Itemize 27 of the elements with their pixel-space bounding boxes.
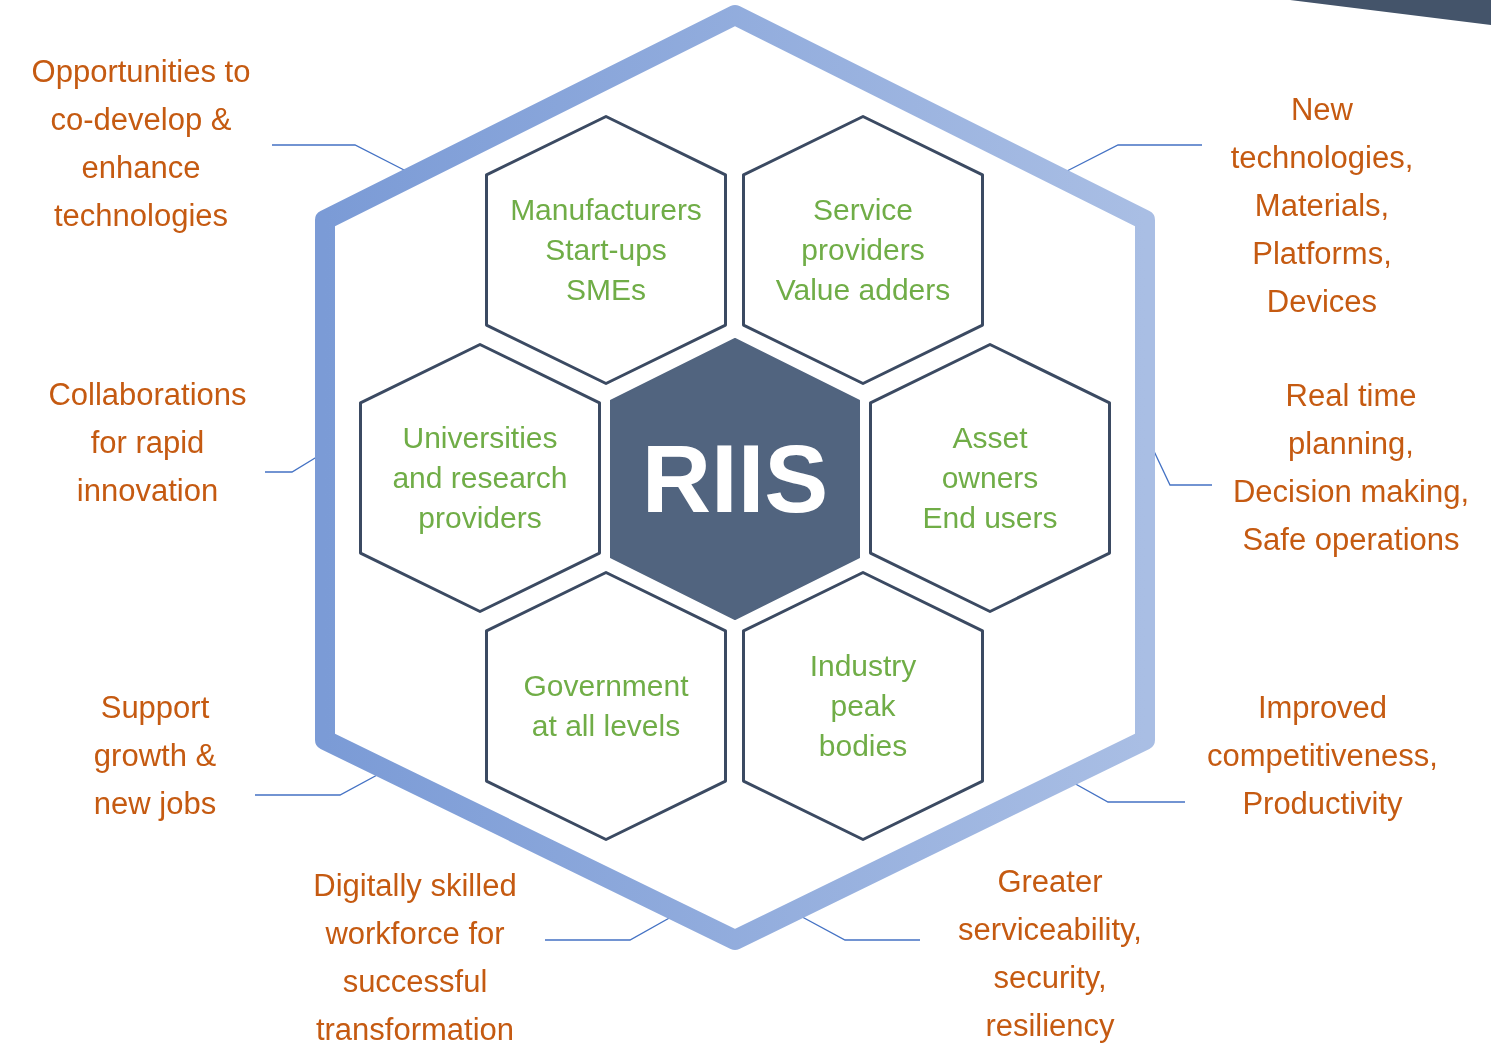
benefit-text: New technologies, Materials, Platforms, Devices xyxy=(1229,91,1415,321)
stakeholder-label: Service providers xyxy=(800,192,926,268)
stakeholder-label: End users xyxy=(922,500,1058,536)
benefit-text: Support growth & new jobs xyxy=(92,689,218,823)
hexagon-frame xyxy=(315,5,1155,950)
benefit-text: Opportunities to co-develop & enhance technologies xyxy=(30,53,252,235)
hexagon-box xyxy=(485,571,727,841)
benefit-text: Digitally skilled workforce for successful transformation xyxy=(312,867,518,1049)
stakeholder-label: SMEs xyxy=(566,272,646,308)
center-hexagon xyxy=(610,338,860,620)
hexagon-box xyxy=(359,343,601,613)
hexagon-box xyxy=(869,343,1111,613)
stakeholder-label: Value adders xyxy=(775,272,951,308)
benefit-text: Collaborations for rapid innovation xyxy=(47,376,248,510)
benefit-text: Real time planning, Decision making, Safe operations xyxy=(1231,377,1470,559)
stakeholder-label: Government at all levels xyxy=(522,668,690,744)
stakeholder-label: Universities and research providers xyxy=(391,420,569,536)
benefit-text: Greater serviceability, security, resiliency xyxy=(957,863,1143,1045)
hexagon-box xyxy=(742,571,984,841)
stakeholder-label: Asset owners xyxy=(940,420,1040,496)
center-title: RIIS xyxy=(641,424,829,534)
hexagon-box xyxy=(742,115,984,385)
stakeholder-label: Manufacturers xyxy=(510,192,702,228)
benefit-text: Improved competitiveness, Productivity xyxy=(1206,689,1439,823)
stakeholder-label: Start-ups xyxy=(545,232,667,268)
hexagon-box xyxy=(485,115,727,385)
stakeholder-label: Industry peak bodies xyxy=(808,648,918,764)
